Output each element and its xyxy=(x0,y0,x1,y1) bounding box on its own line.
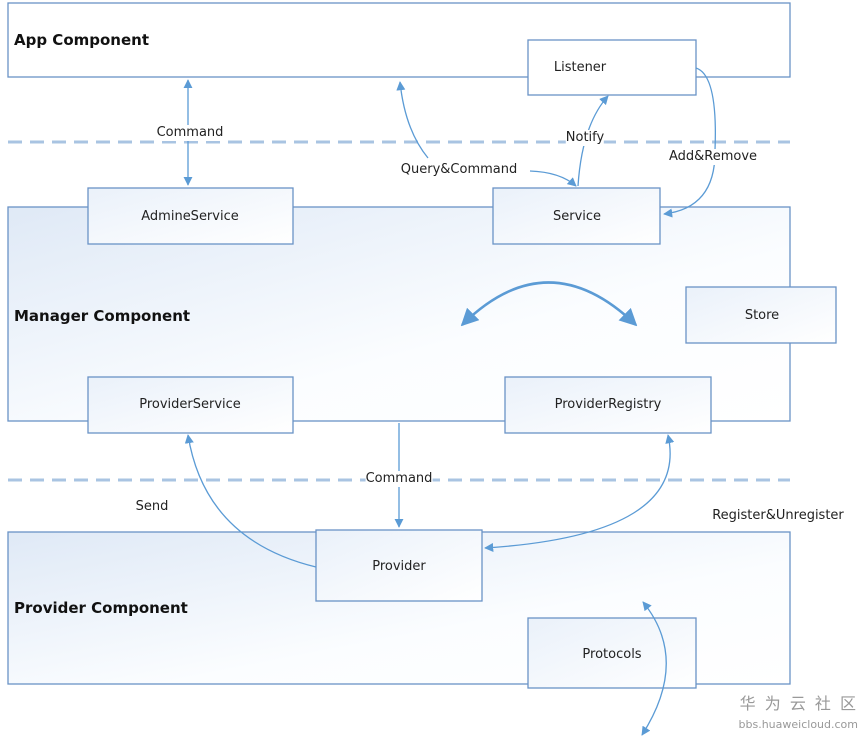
store-label: Store xyxy=(744,308,780,323)
app-component-label: App Component xyxy=(14,31,149,49)
provider-label: Provider xyxy=(372,559,426,574)
protocols-label: Protocols xyxy=(582,647,642,662)
register-unregister-label: Register&Unregister xyxy=(712,508,844,523)
protocols-box xyxy=(527,617,697,689)
command-top-label: Command xyxy=(156,125,224,141)
store-box xyxy=(685,286,837,344)
provider-service-box xyxy=(87,376,294,434)
admine-service-box xyxy=(87,187,294,245)
query-command-label: Query&Command xyxy=(400,162,518,177)
notify-label: Notify xyxy=(565,130,605,146)
listener-label: Listener xyxy=(553,60,607,75)
watermark-cn: 华 为 云 社 区 xyxy=(739,694,858,713)
service-box xyxy=(492,187,661,245)
send-label: Send xyxy=(135,499,169,514)
register-unregister-arrow xyxy=(484,434,675,553)
provider-box xyxy=(315,529,483,602)
provider-registry-label: ProviderRegistry xyxy=(554,397,662,412)
provider-component-label: Provider Component xyxy=(14,599,188,617)
admine-service-label: AdmineService xyxy=(141,209,239,224)
registry-service-arrow xyxy=(460,281,638,327)
command-bottom-label: Command xyxy=(365,471,433,487)
manager-component-label: Manager Component xyxy=(14,307,191,325)
query-command-arrow-up xyxy=(396,81,429,159)
add-remove-label: Add&Remove xyxy=(668,149,758,165)
send-arrow xyxy=(184,434,317,568)
provider-service-label: ProviderService xyxy=(139,397,241,412)
service-label: Service xyxy=(552,209,602,224)
provider-registry-box xyxy=(504,376,712,434)
listener-box xyxy=(527,39,697,96)
watermark-url: bbs.huaweicloud.com xyxy=(738,718,858,731)
protocols-external-arrow xyxy=(641,601,667,736)
query-command-arrow-down xyxy=(529,170,577,187)
